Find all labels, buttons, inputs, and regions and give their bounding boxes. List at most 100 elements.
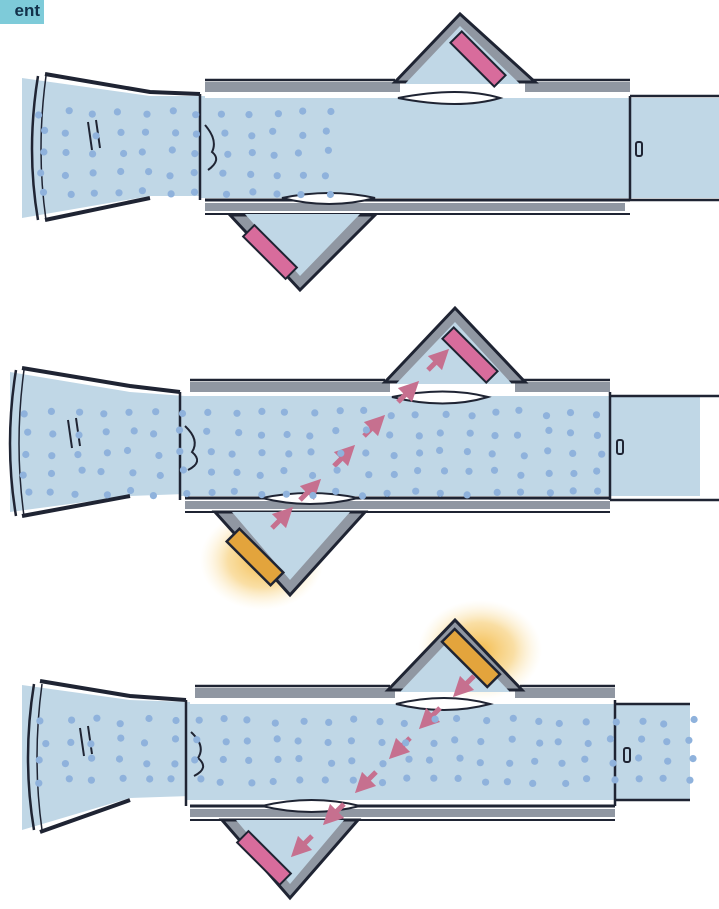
fluid-particle: [606, 735, 615, 743]
fluid-particle: [256, 471, 264, 479]
fluid-particle: [78, 466, 86, 474]
fluid-particle: [65, 107, 73, 115]
fluid-particle: [62, 148, 70, 157]
fluid-particle: [140, 739, 149, 747]
fluid-particle: [584, 739, 592, 748]
fluid-particle: [171, 760, 179, 768]
fluid-particle: [243, 716, 251, 724]
fluid-particle: [403, 774, 411, 782]
fluid-particle: [193, 736, 201, 744]
fluid-particle: [689, 755, 697, 763]
fluid-particle: [285, 450, 293, 458]
fluid-particle: [333, 466, 341, 474]
fluid-particle: [116, 720, 124, 728]
fluid-particle: [269, 777, 277, 786]
sound-wave-arrows-up: [270, 348, 450, 530]
fluid-particle: [274, 755, 282, 764]
fluid-particle: [258, 407, 266, 415]
fluid-particle: [41, 126, 49, 134]
fluid-particle: [558, 759, 566, 767]
fluid-particle: [488, 450, 496, 458]
fluid-particle: [663, 738, 671, 746]
fluid-particle: [190, 169, 198, 177]
fluid-particle: [442, 410, 450, 418]
fluid-particle: [348, 757, 356, 765]
fluid-particle: [123, 446, 132, 455]
fluid-particle: [167, 775, 175, 783]
fluid-particle: [535, 717, 543, 726]
fluid-particle: [451, 736, 459, 744]
lower-sensor: [235, 829, 293, 887]
fluid-particle: [120, 149, 128, 158]
fluid-particle: [143, 110, 151, 118]
fluid-particle: [327, 107, 335, 116]
fluid-particle: [48, 452, 56, 460]
fluid-particle: [76, 408, 84, 416]
fluid-particle: [430, 739, 438, 748]
fluid-particle: [40, 148, 48, 156]
fluid-particle: [168, 146, 176, 154]
fluid-particle: [516, 488, 525, 496]
fluid-particle: [332, 487, 340, 495]
fluid-particle: [249, 188, 257, 196]
fluid-particle: [463, 491, 471, 499]
fluid-particle: [386, 431, 394, 439]
fluid-particle: [295, 755, 303, 763]
upper-transducer-housing: [381, 305, 529, 405]
fluid-particle: [224, 150, 232, 158]
fluid-particle: [300, 717, 308, 725]
fluid-particle: [336, 407, 344, 415]
fluid-particle: [611, 776, 619, 784]
fluid-particle: [217, 110, 225, 118]
fluid-particle: [145, 168, 153, 176]
fluid-particle: [482, 778, 490, 786]
fluid-particle: [216, 778, 224, 786]
fluid-particle: [581, 755, 589, 763]
panel-3: [22, 600, 698, 901]
fluid-particle: [152, 408, 160, 416]
fluid-particle: [87, 776, 95, 784]
fluid-particle: [222, 738, 230, 746]
fluid-particle: [376, 718, 384, 726]
fluid-particles: [19, 406, 606, 500]
fluid-particle: [129, 469, 137, 477]
fluid-particle: [103, 449, 111, 457]
fluid-particle: [117, 167, 125, 176]
fluid-particle: [36, 717, 44, 725]
fluid-particle: [203, 427, 211, 435]
fluid-particle: [570, 469, 578, 478]
fluid-particle: [282, 490, 290, 498]
fluid-particle: [325, 718, 333, 727]
fluid-particle: [208, 488, 216, 497]
fluid-particle: [594, 487, 602, 495]
fluid-particle: [307, 448, 315, 456]
pipe-body: [180, 396, 700, 496]
fluid-particle: [61, 760, 69, 768]
fluid-particle: [172, 716, 180, 725]
fluid-particle: [529, 779, 537, 788]
fluid-particle: [61, 129, 69, 137]
fluid-particle: [321, 172, 329, 180]
fluid-particle: [269, 127, 277, 135]
fluid-particle: [322, 127, 330, 135]
fluid-particle: [347, 737, 355, 745]
fluid-particle: [89, 150, 97, 158]
fluid-particle: [235, 429, 243, 437]
fluid-particle: [271, 719, 279, 727]
fluid-particle: [387, 412, 395, 420]
fluid-particle: [582, 718, 590, 726]
fluid-particle: [90, 189, 98, 197]
fluid-particle: [283, 430, 291, 439]
fluid-particle: [358, 492, 367, 500]
fluid-particle: [383, 489, 391, 497]
fluid-particle: [245, 756, 253, 765]
fluid-particle: [414, 467, 422, 475]
fluid-particle: [191, 150, 199, 158]
fluid-particle: [195, 716, 203, 724]
fluid-particle: [509, 714, 517, 722]
fluid-particle: [402, 739, 410, 747]
fluid-particle: [508, 735, 516, 743]
fluid-particle: [191, 756, 199, 764]
fluid-particle: [167, 190, 175, 198]
